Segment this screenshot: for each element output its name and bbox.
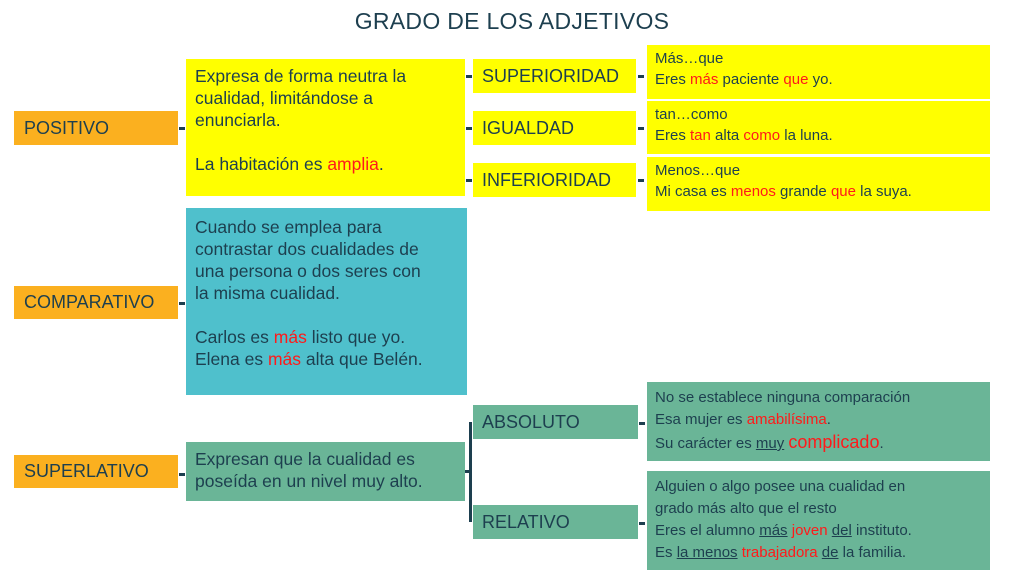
connector xyxy=(179,302,185,305)
description-line: Expresan que la cualidad es xyxy=(195,449,415,469)
connector xyxy=(638,179,644,182)
definition-line: grado más alto que el resto xyxy=(655,500,837,517)
superlativo-description-box: Expresan que la cualidad es poseída en u… xyxy=(186,442,465,501)
description-line: poseída en un nivel muy alto. xyxy=(195,471,423,491)
description-line: Expresa de forma neutra la xyxy=(195,66,407,86)
category-comparativo: COMPARATIVO xyxy=(14,286,178,319)
highlight-word: como xyxy=(743,127,781,144)
connector xyxy=(179,127,185,130)
example-line: Su carácter es muy complicado. xyxy=(655,432,884,452)
description-line: una persona o dos seres con xyxy=(195,261,421,281)
example-igualdad: tan…como Eres tan alta como la luna. xyxy=(647,101,990,154)
type-absoluto: ABSOLUTO xyxy=(473,405,638,439)
example-inferioridad: Menos…que Mi casa es menos grande que la… xyxy=(647,157,990,211)
underlined-word: del xyxy=(831,522,852,539)
category-label: POSITIVO xyxy=(24,117,110,138)
underlined-word: muy xyxy=(755,435,785,452)
highlight-word: más xyxy=(273,327,307,347)
type-igualdad: IGUALDAD xyxy=(473,111,636,145)
description-line: Cuando se emplea para xyxy=(195,217,382,237)
comparativo-description-box: Cuando se emplea para contrastar dos cua… xyxy=(186,208,467,395)
connector xyxy=(638,127,644,130)
example-line: Eres tan alta como la luna. xyxy=(655,127,833,144)
example-absoluto: No se establece ninguna comparación Esa … xyxy=(647,382,990,461)
example-line: Eres más paciente que yo. xyxy=(655,71,833,88)
connector xyxy=(466,179,472,182)
example-line: Mi casa es menos grande que la suya. xyxy=(655,183,912,200)
description-line: cualidad, limitándose a xyxy=(195,88,374,108)
category-label: SUPERLATIVO xyxy=(24,461,149,481)
definition-line: No se establece ninguna comparación xyxy=(655,389,911,406)
connector xyxy=(465,470,471,473)
highlight-word: menos xyxy=(730,183,776,200)
example-line: Elena es más alta que Belén. xyxy=(195,349,423,369)
underlined-word: más xyxy=(759,522,788,539)
page-title: GRADO DE LOS ADJETIVOS xyxy=(354,8,670,34)
highlight-word: trabajadora xyxy=(741,544,818,561)
highlight-word: joven xyxy=(791,522,828,539)
example-line: Carlos es más listo que yo. xyxy=(195,327,406,347)
example-line: Esa mujer es amabilísima. xyxy=(655,411,831,428)
positivo-description-box: Expresa de forma neutra la cualidad, lim… xyxy=(186,59,465,196)
formula: tan…como xyxy=(655,106,728,123)
example-relativo: Alguien o algo posee una cualidad en gra… xyxy=(647,471,990,570)
category-positivo: POSITIVO xyxy=(14,111,178,145)
highlight-word: que xyxy=(830,183,856,200)
example-line: La habitación es amplia. xyxy=(195,154,384,174)
type-inferioridad: INFERIORIDAD xyxy=(473,163,636,197)
type-relativo: RELATIVO xyxy=(473,505,638,539)
connector xyxy=(638,75,644,78)
highlight-word: más xyxy=(267,349,302,369)
example-superioridad: Más…que Eres más paciente que yo. xyxy=(647,45,990,99)
highlight-word: complicado xyxy=(788,432,880,452)
highlight-word: amplia xyxy=(327,154,379,174)
formula: Menos…que xyxy=(655,162,741,179)
type-superioridad: SUPERIORIDAD xyxy=(473,59,636,93)
connector xyxy=(639,522,645,525)
highlight-word: tan xyxy=(690,127,711,144)
category-label: COMPARATIVO xyxy=(24,292,155,312)
underlined-word: la menos xyxy=(676,544,738,561)
connector xyxy=(466,127,472,130)
description-line: contrastar dos cualidades de xyxy=(195,239,419,259)
connector xyxy=(179,473,185,476)
example-line: Eres el alumno más joven del instituto. xyxy=(655,522,912,539)
formula: Más…que xyxy=(655,50,724,67)
connector xyxy=(639,422,645,425)
category-superlativo: SUPERLATIVO xyxy=(14,455,178,488)
highlight-word: amabilísima xyxy=(746,411,827,428)
example-line: Es la menos trabajadora de la familia. xyxy=(655,544,907,561)
highlight-word: más xyxy=(690,71,719,88)
bracket-line xyxy=(469,422,472,522)
description-line: la misma cualidad. xyxy=(195,283,340,303)
highlight-word: que xyxy=(783,71,809,88)
underlined-word: de xyxy=(821,544,839,561)
definition-line: Alguien o algo posee una cualidad en xyxy=(655,478,906,495)
connector xyxy=(466,75,472,78)
description-line: enunciarla. xyxy=(195,110,281,130)
